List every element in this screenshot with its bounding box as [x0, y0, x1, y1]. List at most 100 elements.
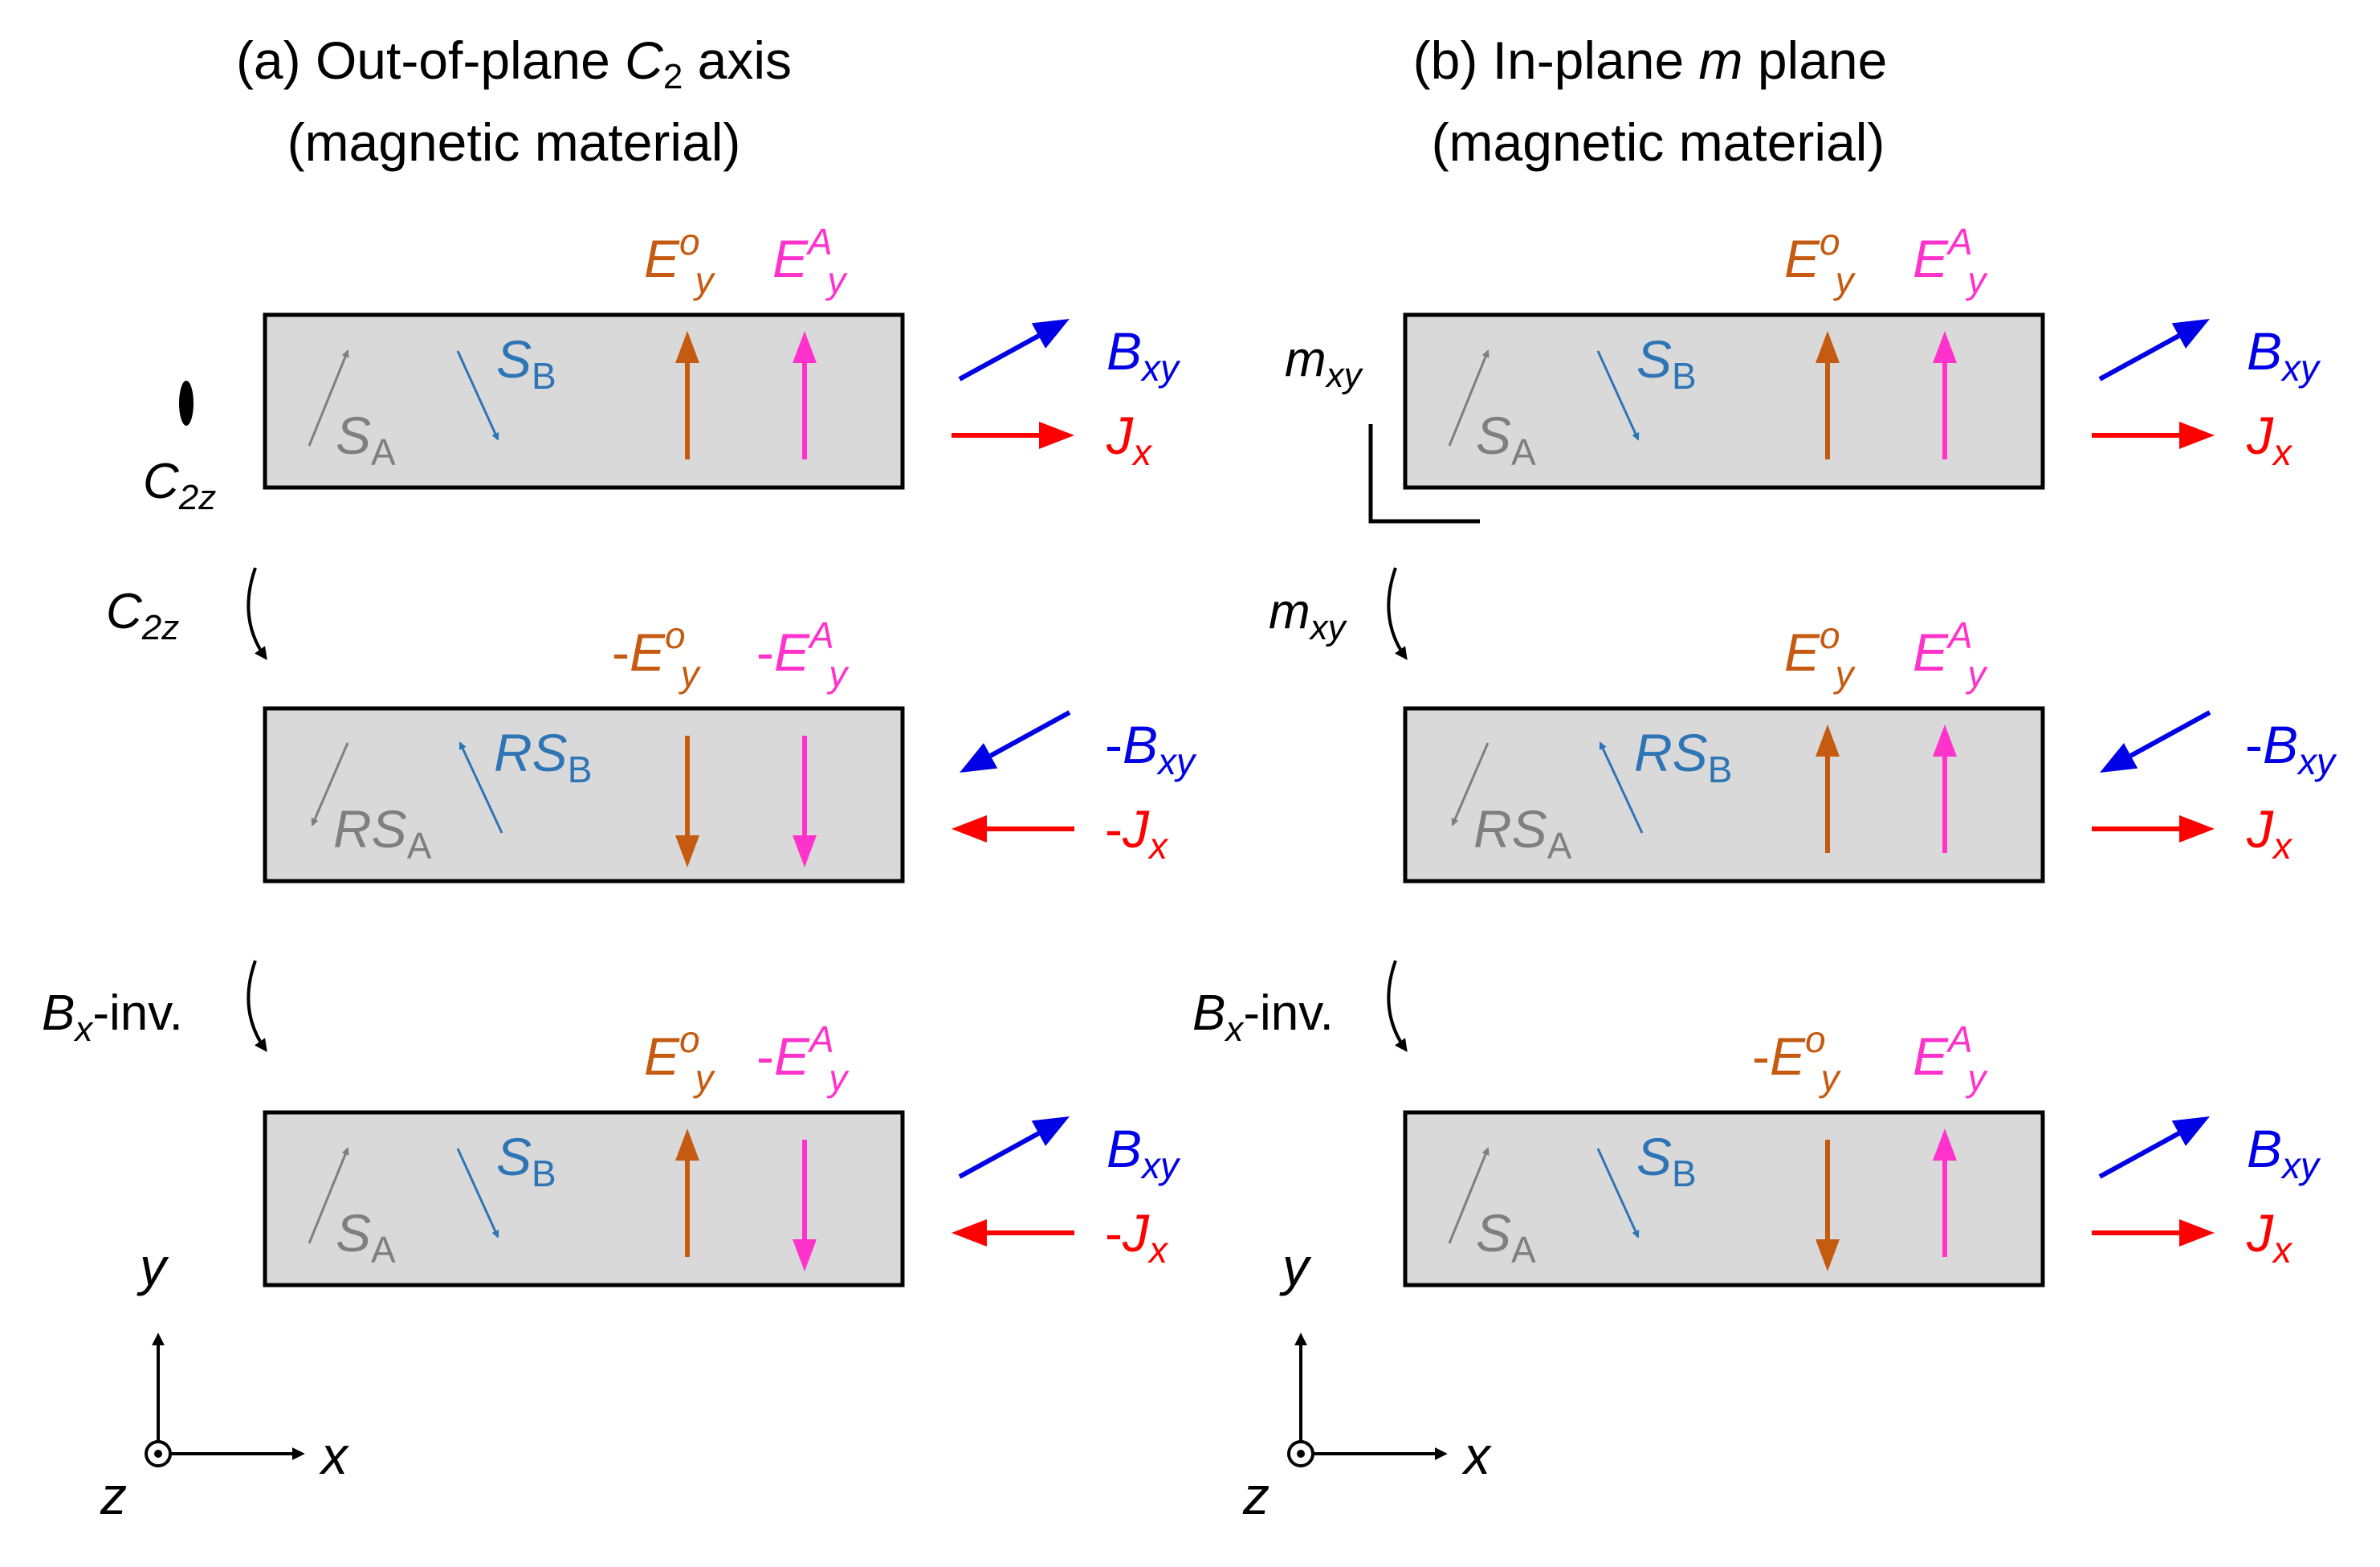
panel-b-title-line2: (magnetic material) — [1432, 112, 1885, 172]
panel-a-op2-label: Bx-inv. — [42, 985, 183, 1049]
spin-a-label: RSA — [333, 799, 432, 867]
spin-b-arrow — [1596, 1148, 1640, 1239]
panel-a-title-line1: (a) Out-of-plane C2 axis — [236, 31, 792, 96]
b-field-label: Bxy — [2247, 321, 2321, 389]
b-field-arrow — [2098, 1116, 2210, 1179]
panel-b-op2-curved-arrow — [1387, 960, 1408, 1052]
spin-b-arrow — [1599, 741, 1644, 834]
b-field-arrow — [958, 319, 1070, 382]
axis-x-label: x — [1461, 1426, 1492, 1485]
current-arrow — [2092, 815, 2215, 843]
spin-a-arrow — [308, 1147, 349, 1244]
spin-b-label: SB — [1636, 329, 1697, 397]
e-anomalous-arrow — [793, 736, 817, 867]
spin-a-label: SA — [336, 1203, 396, 1271]
e-ordinary-arrow — [1816, 724, 1840, 853]
device-box — [1403, 312, 2045, 490]
b-field-arrow — [2098, 319, 2210, 382]
current-arrow — [2092, 1219, 2215, 1247]
current-label: -Jx — [1105, 1203, 1169, 1271]
b-field-label: Bxy — [2247, 1119, 2321, 1186]
spin-b-label: SB — [496, 1127, 556, 1194]
e-anomalous-arrow — [1933, 331, 1957, 459]
axis-y-label: y — [137, 1237, 169, 1296]
current-label: Jx — [1106, 406, 1153, 473]
spin-b-label: SB — [496, 329, 556, 397]
spin-b-arrow — [1596, 350, 1640, 441]
spin-b-label: RSB — [494, 723, 592, 790]
b-field-label: -Bxy — [2245, 715, 2337, 782]
current-arrow — [952, 1219, 1074, 1247]
c2-axis-icon — [179, 381, 194, 426]
panel-a-op2-curved-arrow — [247, 960, 267, 1052]
device-box — [1403, 1110, 2045, 1287]
panel-b-coordinate-axes: y x z — [1242, 1237, 1492, 1525]
b-field-label: Bxy — [1106, 321, 1181, 389]
axis-z-label: z — [1242, 1466, 1269, 1525]
e-anomalous-arrow — [793, 1140, 817, 1271]
current-label: -Jx — [1105, 799, 1169, 867]
spin-a-arrow — [308, 349, 349, 447]
current-arrow — [952, 815, 1074, 843]
e-ordinary-arrow — [675, 1128, 699, 1257]
axis-y-label: y — [1279, 1237, 1312, 1296]
e-anomalous-arrow — [1933, 724, 1957, 853]
axis-x-label: x — [319, 1426, 349, 1485]
b-field-arrow — [2100, 710, 2211, 773]
e-ordinary-arrow — [1816, 1140, 1840, 1271]
panel-a-op1-curved-arrow — [247, 567, 267, 660]
spin-b-arrow — [456, 350, 499, 441]
current-label: Jx — [2246, 799, 2293, 867]
mirror-plane-icon — [1368, 424, 1480, 524]
panel-a-op1-label: C2z — [106, 584, 179, 647]
panel-a-title-line2: (magnetic material) — [287, 112, 741, 172]
panel-b-op1-label: mxy — [1269, 584, 1348, 647]
spin-b-arrow — [456, 1148, 499, 1239]
device-box — [263, 312, 905, 490]
spin-a-label: SA — [1476, 1203, 1536, 1271]
spin-a-label: SA — [1476, 406, 1536, 473]
spin-a-arrow — [1448, 349, 1490, 447]
spin-b-label: RSB — [1634, 723, 1732, 790]
c2z-marker-label: C2z — [143, 454, 216, 517]
spin-b-label: SB — [1636, 1127, 1697, 1194]
spin-b-arrow — [458, 741, 503, 834]
b-field-arrow — [960, 710, 1071, 773]
e-ordinary-arrow — [675, 331, 699, 459]
device-box — [263, 706, 905, 883]
mxy-marker-label: mxy — [1285, 332, 1364, 395]
e-anomalous-arrow — [793, 331, 817, 459]
panel-a-coordinate-axes: y x z — [100, 1237, 349, 1525]
device-box — [263, 1110, 905, 1287]
spin-a-label: SA — [336, 406, 396, 473]
panel-b-op2-label: Bx-inv. — [1192, 985, 1334, 1049]
b-field-label: -Bxy — [1105, 715, 1197, 782]
panel-b-op1-curved-arrow — [1387, 567, 1408, 660]
current-arrow — [952, 422, 1074, 449]
spin-a-arrow — [311, 742, 349, 826]
spin-a-arrow — [1451, 742, 1490, 826]
spin-a-label: RSA — [1473, 799, 1572, 867]
axis-z-label: z — [100, 1466, 127, 1525]
current-label: Jx — [2246, 1203, 2293, 1271]
b-field-label: Bxy — [1106, 1119, 1181, 1186]
panel-b-title-line1: (b) In-plane m plane — [1413, 31, 1888, 90]
b-field-arrow — [958, 1116, 1070, 1179]
e-ordinary-arrow — [675, 736, 699, 867]
device-box — [1403, 706, 2045, 883]
